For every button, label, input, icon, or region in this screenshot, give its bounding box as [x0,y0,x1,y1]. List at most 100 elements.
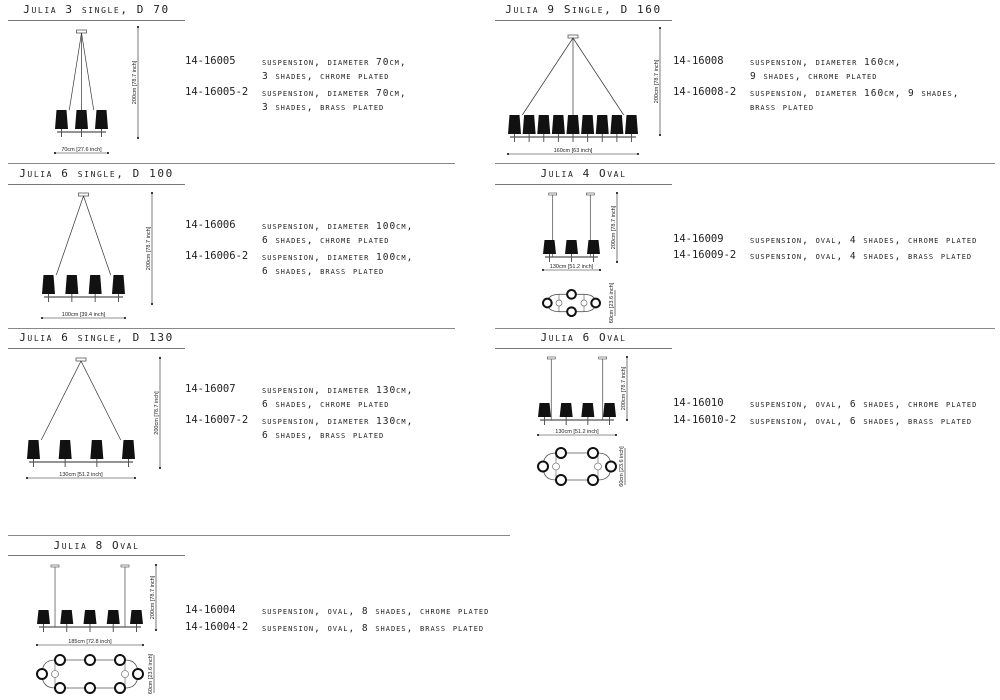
description-line: suspension, diameter 70cm, [262,57,407,68]
shade-plan-circle [36,668,48,680]
lamp-shade [566,115,580,134]
lamp-shade [581,403,595,417]
chandelier-drawing: 200cm [78.7 inch]130cm [51.2 inch]60cm [… [542,192,618,323]
width-label: 70cm [27.6 inch] [61,147,102,153]
title-underline [8,184,185,185]
shade-plan-circle [132,668,144,680]
canopy [75,357,87,362]
width-label: 130cm [51.2 inch] [555,429,599,435]
lamp-shade [581,115,595,134]
product-description: suspension, oval, 4 shades, brass plated [750,250,972,264]
canopy-plan [594,462,602,471]
width-label: 130cm [51.2 inch] [550,264,594,270]
product-description: suspension, oval, 6 shades, chrome plate… [750,398,977,412]
description-line: suspension, diameter 130cm, [262,416,414,427]
shade-plan-circle [542,297,553,309]
product-title: Julia 8 Oval [53,539,140,552]
dimension-arrow [637,153,639,155]
product-title: Julia 6 single, D 130 [19,331,174,344]
dimension-arrow [155,564,157,566]
canopy-plan [121,670,129,678]
section-divider [8,535,510,536]
description-line: suspension, diameter 160cm, [750,57,902,68]
title-underline [8,555,185,556]
canopy-plan [555,299,563,307]
lamp-shade [543,240,556,254]
shade-plan-circle [84,682,96,694]
product-code: 14-16005-2 [185,86,249,98]
chandelier-drawing: 200cm [78.7 inch]70cm [27.6 inch] [54,26,139,154]
height-label: 200cm [78.7 inch] [146,226,152,270]
shade-plan-circle [555,474,567,486]
lamp-shade [610,115,624,134]
description-line: 9 shades, chrome plated [750,71,878,82]
lamp-shade [559,403,573,417]
shade-plan-circle [54,682,66,694]
cable [83,195,112,276]
description-line: 6 shades, chrome plated [262,399,390,410]
shade-plan-circle [566,306,577,317]
description-line: brass plated [750,102,815,113]
cable [40,360,82,441]
lamp-shade [95,110,108,129]
description-line: 6 shades, brass plated [262,266,385,277]
canopy [586,192,595,196]
chandelier-drawing: 200cm [78.7 inch]100cm [39.4 inch] [41,192,153,319]
title-underline [8,348,185,349]
product-title: Julia 6 Oval [540,331,627,344]
dimension-arrow [36,644,38,646]
lamp-shade [37,610,50,624]
canopy-plan [552,462,560,471]
height-label: 200cm [78.7 inch] [621,366,627,410]
dimension-arrow [626,356,628,358]
lamp-shade [538,403,551,417]
dimension-arrow [134,477,136,479]
depth-label: 60cm [23.6 inch] [609,282,615,323]
shade-plan-circle [587,447,599,459]
lamp-shade [65,275,79,294]
product-description: suspension, oval, 8 shades, brass plated [262,622,484,636]
lamp-shade [90,440,104,459]
description-line: suspension, oval, 4 shades, chrome plate… [750,235,978,246]
product-code: 14-16007 [185,383,236,395]
lamp-shade [522,115,536,134]
product-description: suspension, diameter 160cm, 9 shades,bra… [750,87,960,115]
product-code: 14-16009 [673,233,724,245]
dimension-arrow [124,317,126,319]
lamp-shade [551,115,565,134]
height-label: 200cm [78.7 inch] [654,59,660,103]
chandelier-drawing: 200cm [78.7 inch] 130cm [51.2 inch] 60cm [… [537,356,628,487]
product-title: Julia 3 single, D 70 [23,3,170,16]
lamp-shade [55,110,68,129]
section-divider [495,328,995,329]
canopy [50,564,60,568]
dimension-arrow [616,192,618,194]
lamp-shade [60,610,74,624]
cable [55,195,84,276]
product-code: 14-16009-2 [673,249,737,261]
product-description: suspension, diameter 100cm,6 shades, bra… [262,251,413,279]
product-title: Julia 4 Oval [540,167,627,180]
shade-plan-circle [555,447,567,459]
lamp-shade [27,440,40,459]
lamp-shade [88,275,102,294]
lamp-shade [565,240,578,254]
description-line: suspension, diameter 100cm, [262,221,414,232]
cable [81,32,95,111]
lamp-shade [603,403,616,417]
lamp-shade [130,610,143,624]
chandelier-drawing: 200cm [78.7 inch]160cm [63 inch] [507,27,661,155]
title-underline [8,20,185,21]
section-divider [495,163,995,164]
dimension-arrow [659,134,661,136]
title-underline [495,348,672,349]
product-code: 14-16006-2 [185,250,249,262]
product-code: 14-16010 [673,397,724,409]
depth-label: 60cm [23.6 inch] [619,446,625,487]
description-line: suspension, diameter 70cm, [262,88,407,99]
shade-plan-circle [590,297,602,309]
product-code: 14-16004-2 [185,621,249,633]
product-description: suspension, diameter 70cm,3 shades, chro… [262,56,407,84]
canopy-plan [51,670,59,678]
dimension-arrow [107,152,109,154]
